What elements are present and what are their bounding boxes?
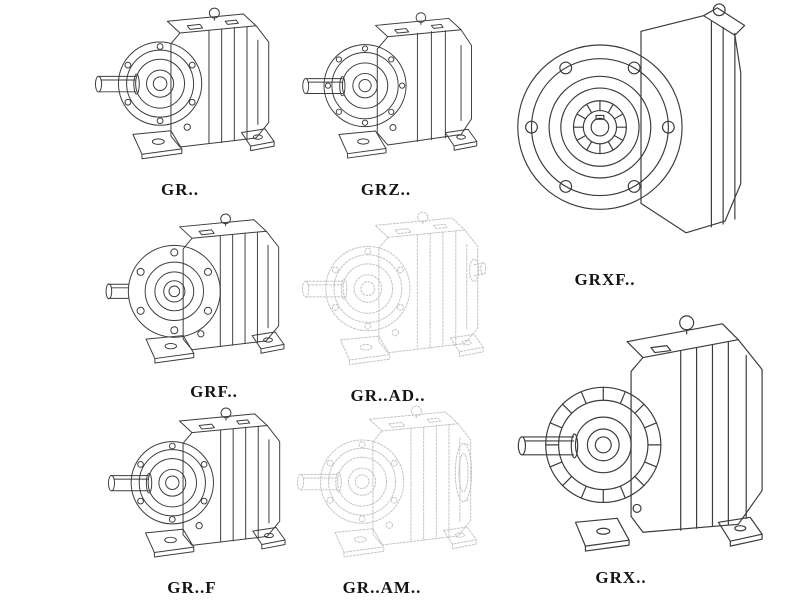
grxf-gearbox-drawing [492,2,790,266]
gearbox-label-gr-f: GR..F [167,578,217,597]
gearbox-label-gr-ad: GR..AD.. [350,386,426,405]
gearbox-figure-grf: GRF.. [86,210,298,406]
gearbox-figure-gr-ad: GR..AD.. [282,208,494,410]
gr-f-gearbox-drawing [84,404,300,574]
gearbox-figure-grx: GRX.. [492,296,790,592]
gearbox-figure-grz: GRZ.. [290,4,482,204]
gearbox-figure-gr-f: GR..F [84,404,300,602]
grf-gearbox-drawing [86,210,298,378]
gearbox-label-grx: GRX.. [595,568,647,587]
gr-ad-gearbox-drawing [282,208,494,382]
grz-gearbox-drawing [290,4,482,176]
gearbox-figure-gr-am: GR..AM.. [282,402,482,602]
gearbox-label-gr: GR.. [161,180,199,199]
grx-gearbox-drawing [492,296,790,564]
gearbox-figure-gr: GR.. [75,4,285,204]
gr-gearbox-drawing [75,4,285,176]
gearbox-label-grxf: GRXF.. [574,270,636,289]
gearbox-figure-grxf: GRXF.. [492,2,790,294]
gearbox-label-gr-am: GR..AM.. [342,578,422,597]
gr-am-gearbox-drawing [282,402,482,574]
gearbox-label-grf: GRF.. [190,382,238,401]
gearbox-label-grz: GRZ.. [360,180,412,199]
